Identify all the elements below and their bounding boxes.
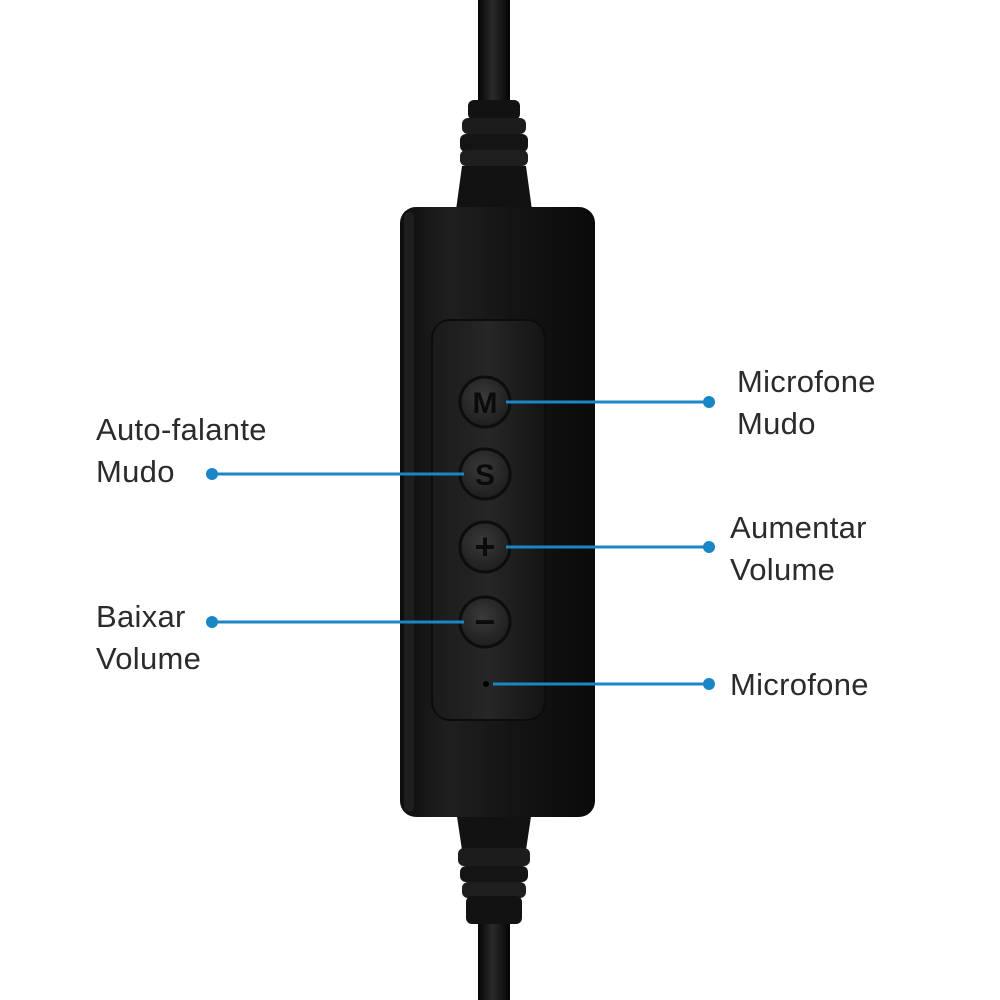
label-microphone-line1: Microfone [730,667,869,702]
label-speaker-mute-line1: Auto-falante [96,412,267,447]
microphone-hole [483,681,489,687]
label-microphone-mute: Microfone Mudo [737,361,876,445]
label-microphone-mute-line1: Microfone [737,364,876,399]
label-volume-up-line1: Aumentar [730,510,867,545]
cable-top [478,0,510,110]
label-volume-up-line2: Volume [730,552,836,587]
callout-speaker-mute-line [206,468,464,480]
callout-microphone-line [493,678,715,690]
volume-up-button[interactable]: + [458,520,512,574]
label-speaker-mute-line2: Mudo [96,454,175,489]
volume-down-glyph: − [474,601,495,642]
callout-mic-mute-line [506,396,715,408]
volume-up-glyph: + [474,526,495,567]
strain-relief-bottom [456,810,532,924]
speaker-mute-glyph: S [475,459,495,492]
label-volume-down: Baixar Volume [96,596,201,680]
label-microphone: Microfone [730,664,869,706]
microphone-mute-button[interactable]: M [458,375,512,429]
label-volume-down-line1: Baixar [96,599,186,634]
label-microphone-mute-line2: Mudo [737,406,816,441]
mic-mute-glyph: M [473,387,498,420]
label-volume-down-line2: Volume [96,641,202,676]
label-speaker-mute: Auto-falante Mudo [96,409,267,493]
label-volume-up: Aumentar Volume [730,507,867,591]
speaker-mute-button[interactable]: S [458,447,512,501]
callout-volume-down-line [206,616,464,628]
callout-volume-up-line [506,541,715,553]
volume-down-button[interactable]: − [458,595,512,649]
strain-relief-top [456,100,532,210]
